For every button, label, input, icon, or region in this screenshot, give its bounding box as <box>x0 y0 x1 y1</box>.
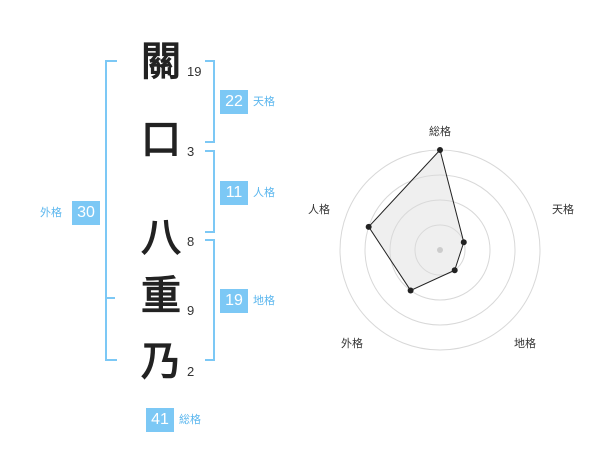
radar-grid-ring <box>389 199 491 301</box>
radar-point-4 <box>407 287 414 294</box>
chikaku-bracket <box>205 239 215 361</box>
stroke-count-2: 3 <box>187 144 195 159</box>
tenkaku-bracket <box>205 60 215 143</box>
jinkaku-label: 人格 <box>253 186 275 199</box>
tenkaku-label: 天格 <box>253 95 275 108</box>
radar-label-soukaku: 総格 <box>429 125 451 138</box>
gaikaku-label: 外格 <box>40 206 62 219</box>
tenkaku-value-badge: 22 <box>220 90 248 114</box>
stroke-count-5: 2 <box>187 364 195 379</box>
soukaku-value-badge: 41 <box>146 408 174 432</box>
radar-grid-ring <box>364 174 516 326</box>
name-char-5: 乃 <box>141 339 181 385</box>
name-char-4: 重 <box>141 273 181 319</box>
radar-label-tenkaku: 天格 <box>552 203 574 216</box>
jinkaku-value-badge: 11 <box>220 181 248 205</box>
name-char-1: 關 <box>141 39 181 85</box>
radar-grid-ring <box>414 224 466 276</box>
radar-point-3 <box>451 267 458 274</box>
chikaku-value-badge: 19 <box>220 289 248 313</box>
name-char-3: 八 <box>141 215 181 261</box>
radar-point-1 <box>437 147 443 153</box>
radar-label-chikaku: 地格 <box>514 337 536 350</box>
name-char-2: 口 <box>141 117 181 163</box>
radar-label-gaikaku: 外格 <box>341 337 363 350</box>
soukaku-label: 総格 <box>179 413 201 426</box>
stroke-count-4: 9 <box>187 303 195 318</box>
jinkaku-bracket <box>205 150 215 233</box>
radar-center-dot <box>437 247 443 253</box>
radar-label-jinkaku: 人格 <box>308 203 330 216</box>
stroke-count-3: 8 <box>187 234 195 249</box>
radar-point-5 <box>365 223 372 230</box>
radar-data-area <box>368 148 465 292</box>
gaikaku-value-badge: 30 <box>72 201 100 225</box>
gaikaku-bracket <box>105 60 117 361</box>
radar-points <box>365 147 467 294</box>
gaikaku-bracket-tick <box>105 297 115 299</box>
chikaku-label: 地格 <box>253 294 275 307</box>
stroke-count-1: 19 <box>187 64 202 79</box>
radar-point-2 <box>460 239 467 246</box>
